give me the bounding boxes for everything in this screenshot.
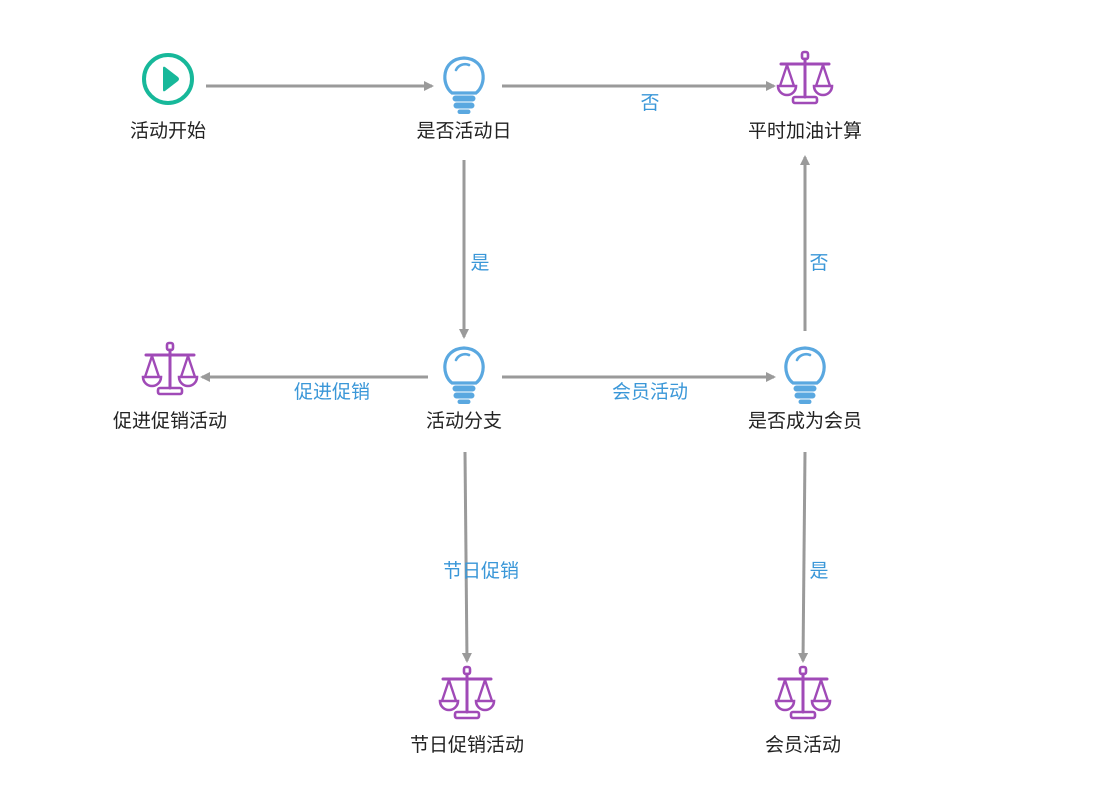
lightbulb-icon — [443, 56, 485, 116]
node-label-member-activity: 会员活动 — [765, 734, 841, 756]
edge-branch-to-holiday — [461, 451, 472, 663]
scale-icon — [776, 50, 834, 105]
node-promo-activity[interactable]: 促进促销活动 — [113, 341, 227, 432]
edge-label-member-yes: 是 — [809, 560, 828, 582]
node-member-activity[interactable]: 会员活动 — [765, 665, 841, 756]
lightbulb-icon — [443, 346, 485, 406]
edge-label-branch-holiday: 节日促销 — [443, 560, 519, 582]
edge-label-branch-member: 会员活动 — [612, 381, 688, 403]
node-holiday-promo-activity[interactable]: 节日促销活动 — [410, 665, 524, 756]
node-start[interactable]: 活动开始 — [130, 53, 206, 142]
edge-label-branch-promo: 促进促销 — [294, 381, 370, 403]
node-is-event-day[interactable]: 是否活动日 — [416, 56, 512, 142]
scale-icon — [774, 665, 832, 720]
node-normal-fuel-calc[interactable]: 平时加油计算 — [748, 50, 862, 142]
edge-label-event-day-no: 否 — [640, 92, 659, 114]
edge-label-event-day-yes: 是 — [470, 252, 489, 274]
edges: 否 是 否 促进促销 会员活动 节日促销 是 — [200, 81, 829, 663]
node-activity-branch[interactable]: 活动分支 — [426, 346, 502, 432]
node-become-member[interactable]: 是否成为会员 — [748, 346, 862, 432]
play-circle-icon — [142, 53, 194, 105]
node-label-activity-branch: 活动分支 — [426, 410, 502, 432]
scale-icon — [438, 665, 496, 720]
node-label-holiday-promo-activity: 节日促销活动 — [410, 734, 524, 756]
scale-icon — [141, 341, 199, 396]
lightbulb-icon — [784, 346, 826, 406]
node-label-is-event-day: 是否活动日 — [416, 120, 511, 142]
node-label-promo-activity: 促进促销活动 — [113, 410, 227, 432]
edge-member-to-member-activity — [798, 451, 809, 663]
node-label-start: 活动开始 — [130, 120, 206, 142]
edge-label-member-no: 否 — [809, 252, 828, 274]
node-label-normal-fuel-calc: 平时加油计算 — [748, 120, 862, 142]
node-label-become-member: 是否成为会员 — [748, 410, 862, 432]
